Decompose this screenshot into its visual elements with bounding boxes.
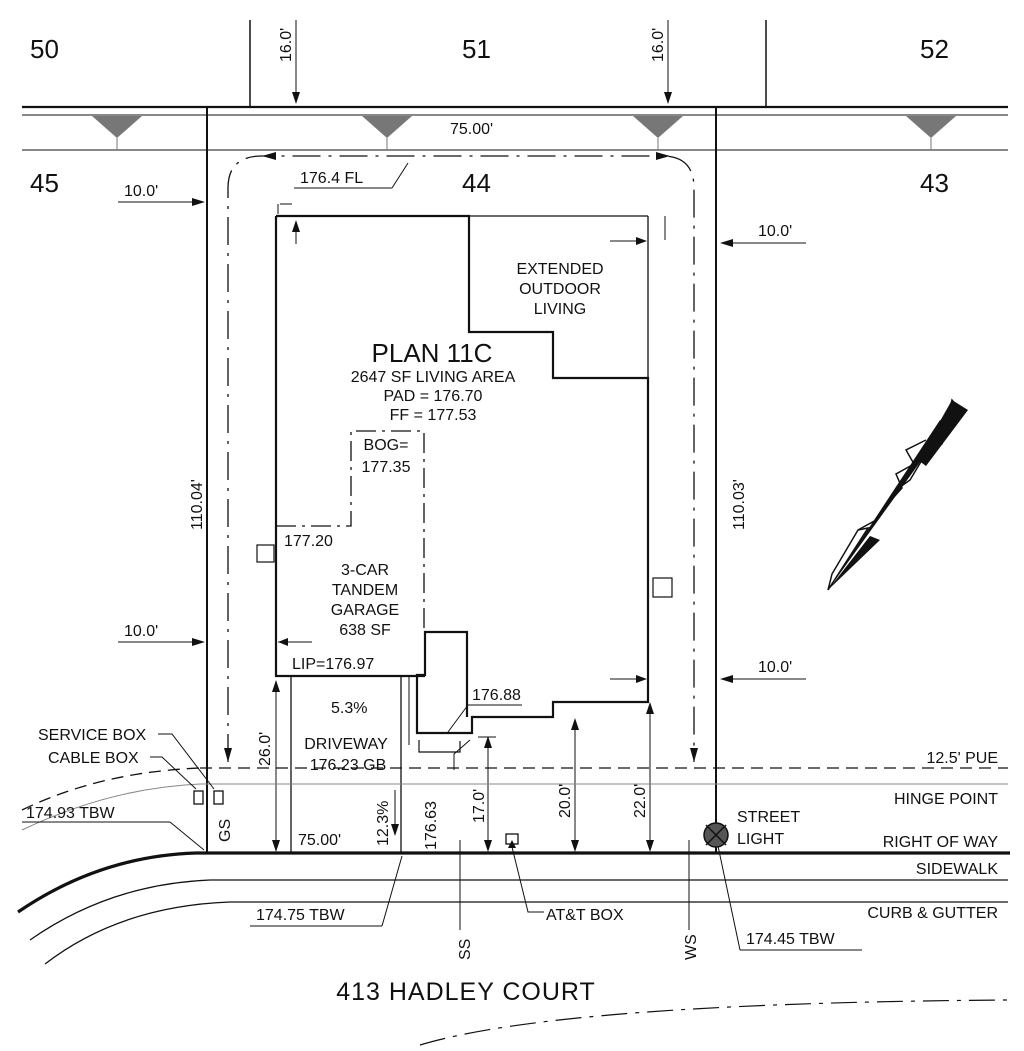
right-of-way-line <box>17 851 1010 914</box>
svg-text:OUTDOOR: OUTDOOR <box>519 281 601 298</box>
svg-text:EXTENDED: EXTENDED <box>516 261 603 278</box>
fl-leader: 176.4 FL <box>294 162 409 189</box>
street-light-label-1: STREET <box>737 809 800 826</box>
svg-text:26.0': 26.0' <box>257 732 274 766</box>
side-setback-left-bottom: 10.0' <box>118 623 205 646</box>
driveway-slope: 5.3% <box>331 700 367 717</box>
setback-top-left-label: 16.0' <box>278 28 295 62</box>
driveway-gb: 176.23 GB <box>310 757 387 774</box>
att-box-label: AT&T BOX <box>546 907 624 924</box>
street-light: STREET LIGHT <box>703 809 800 848</box>
street-centerline <box>419 999 1009 1046</box>
street-address: 413 HADLEY COURT <box>336 978 596 1006</box>
side-setback-left-top: 10.0' <box>118 183 205 206</box>
front-dim-20: 20.0' <box>557 718 579 852</box>
front-dim-17: 17.0' <box>471 736 496 852</box>
lot-51: 51 <box>462 34 491 64</box>
legend-curb: CURB & GUTTER <box>867 905 998 922</box>
depth-right-label: 110.03' <box>731 479 748 530</box>
service-box-label: SERVICE BOX <box>38 727 147 744</box>
cable-box-label: CABLE BOX <box>48 750 139 767</box>
rear-lot-lines <box>22 20 1008 151</box>
drainage-swale-markers <box>92 116 956 150</box>
service-cable-boxes <box>150 733 224 805</box>
side-left-bottom-label: 10.0' <box>124 623 158 640</box>
rear-width-label: 75.00' <box>450 121 493 138</box>
street-light-label-2: LIGHT <box>737 831 784 848</box>
outdoor-living-label: EXTENDED OUTDOOR LIVING <box>516 261 603 318</box>
driveway-outline <box>290 676 410 853</box>
svg-text:3-CAR: 3-CAR <box>341 562 389 579</box>
lip-elevation: LIP=176.97 <box>292 656 374 673</box>
svg-text:174.93 TBW: 174.93 TBW <box>26 805 116 822</box>
fl-label: 176.4 FL <box>300 170 363 187</box>
side-setback-right-top: 10.0' <box>720 223 806 247</box>
side-left-top-label: 10.0' <box>124 183 158 200</box>
curb-line <box>44 901 1008 965</box>
svg-text:LIVING: LIVING <box>534 301 586 318</box>
lot-52: 52 <box>920 34 949 64</box>
depth-left-label: 110.04' <box>189 479 206 530</box>
legend-hinge: HINGE POINT <box>894 791 998 808</box>
house-footprint <box>256 203 673 753</box>
svg-text:17.0': 17.0' <box>471 789 488 823</box>
lot-45: 45 <box>30 168 59 198</box>
svg-text:638 SF: 638 SF <box>339 622 391 639</box>
att-box: AT&T BOX <box>505 833 624 924</box>
front-dim-26: 26.0' <box>257 680 280 852</box>
setback-top-right-label: 16.0' <box>650 28 667 62</box>
lot-50: 50 <box>30 34 59 64</box>
tbw-mid: 174.75 TBW <box>250 855 403 927</box>
svg-text:TANDEM: TANDEM <box>332 582 398 599</box>
ff-elevation: FF = 177.53 <box>390 407 477 424</box>
setback-top-right: 16.0' <box>650 20 672 104</box>
side-right-bottom-label: 10.0' <box>758 659 792 676</box>
setback-top-left: 16.0' <box>278 20 300 104</box>
front-width-label: 75.00' <box>298 832 341 849</box>
svg-text:174.75 TBW: 174.75 TBW <box>256 907 346 924</box>
garage-label: 3-CAR TANDEM GARAGE 638 SF <box>331 562 399 639</box>
elev-176-88-leader: 176.88 <box>447 687 522 733</box>
gs-label: GS <box>217 819 234 842</box>
ss-label: SS <box>457 939 474 960</box>
flow-line <box>224 152 698 762</box>
lot-boundary <box>206 107 717 853</box>
svg-text:12.3%: 12.3% <box>375 801 392 846</box>
front-dim-22: 22.0' <box>632 702 654 852</box>
pad-elevation: PAD = 176.70 <box>384 388 483 405</box>
legend-sidewalk: SIDEWALK <box>916 861 998 878</box>
elev-177-20: 177.20 <box>284 533 333 550</box>
elev-176-88: 176.88 <box>472 687 521 704</box>
lot-43: 43 <box>920 168 949 198</box>
lot-44: 44 <box>462 168 491 198</box>
side-setback-right-bottom: 10.0' <box>720 659 806 683</box>
driveway-label: DRIVEWAY <box>304 736 388 753</box>
hinge-line <box>21 783 1008 831</box>
legend-row: RIGHT OF WAY <box>883 834 999 851</box>
bog-value: 177.35 <box>362 459 411 476</box>
elev-176-63: 176.63 <box>423 739 471 850</box>
living-area: 2647 SF LIVING AREA <box>351 369 516 386</box>
north-arrow-icon <box>827 398 968 591</box>
svg-text:176.63: 176.63 <box>423 801 440 850</box>
sidewalk-line <box>29 879 1008 941</box>
tbw-right: 174.45 TBW <box>717 845 862 951</box>
svg-text:22.0': 22.0' <box>632 784 649 818</box>
svg-text:GARAGE: GARAGE <box>331 602 399 619</box>
tbw-left: 174.93 TBW <box>22 805 205 851</box>
svg-text:174.45 TBW: 174.45 TBW <box>746 931 836 948</box>
bog-label: BOG= <box>364 437 409 454</box>
walk-slope: 12.3% <box>375 790 399 846</box>
svg-text:20.0': 20.0' <box>557 784 574 818</box>
pue-line <box>21 767 1008 811</box>
plan-name: PLAN 11C <box>372 338 493 368</box>
side-right-top-label: 10.0' <box>758 223 792 240</box>
legend-pue: 12.5' PUE <box>926 750 998 767</box>
ws-label: WS <box>683 934 700 960</box>
